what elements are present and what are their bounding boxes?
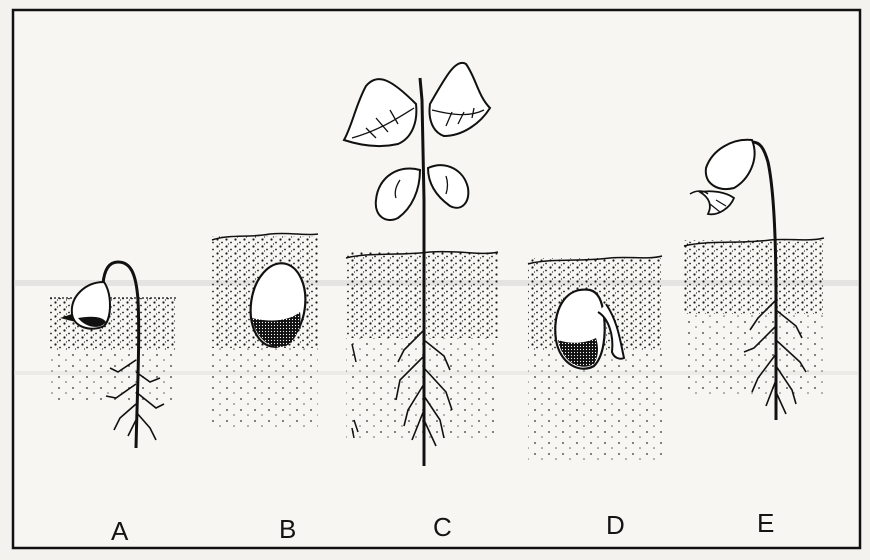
- stage-d-illustration: [528, 256, 662, 460]
- stage-label-b: B: [279, 516, 296, 542]
- stage-b-illustration: [212, 233, 318, 428]
- stage-label-e: E: [757, 510, 774, 536]
- stage-label-c: C: [433, 514, 452, 540]
- stage-a-soil: [50, 298, 176, 350]
- stage-label-d: D: [606, 512, 625, 538]
- stage-label-a: A: [111, 518, 128, 544]
- stage-e-soil: [684, 240, 824, 314]
- stage-c-soil: [346, 252, 498, 338]
- stage-c-illustration: [344, 63, 498, 466]
